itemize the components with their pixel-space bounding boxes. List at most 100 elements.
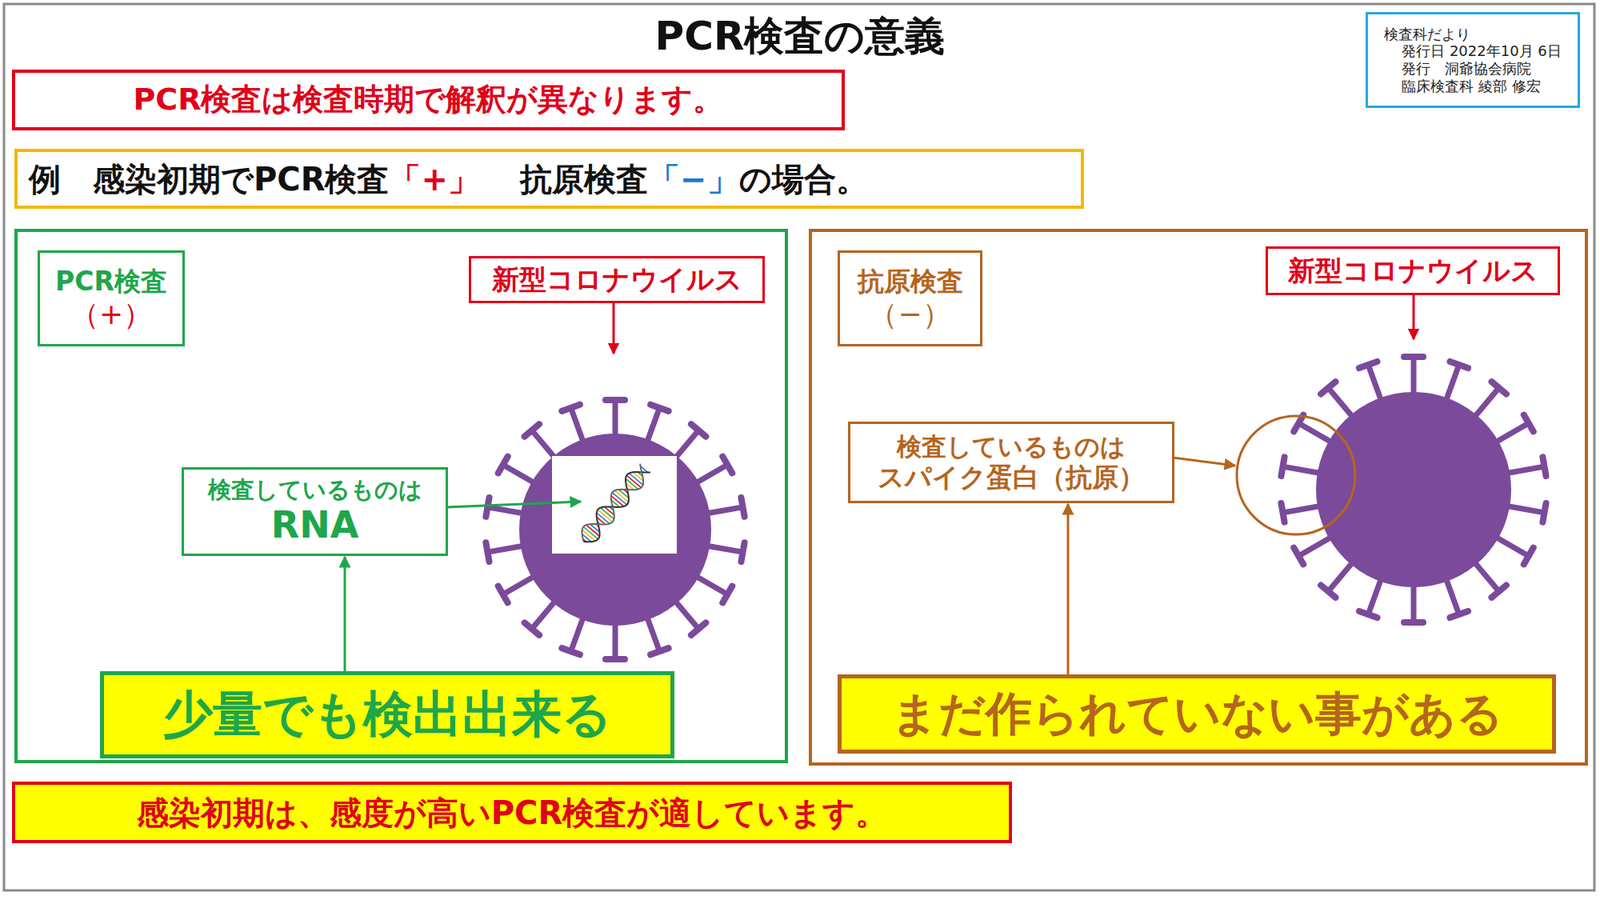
leader-arrow	[1172, 457, 1236, 466]
text-group: 検査しているものはRNA	[208, 476, 423, 548]
spike-cap	[691, 622, 706, 635]
spike-cap	[1524, 548, 1534, 565]
spike-cap	[1492, 584, 1507, 597]
spike	[1505, 466, 1544, 474]
spike-cap	[498, 586, 508, 604]
conclusion-box: 感染初期は、感度が高いPCR検査が適しています。	[12, 781, 1012, 844]
label-text: 新型コロナウイルス	[492, 263, 743, 296]
notice-box: PCR検査は検査時期で解釈が異なります。	[12, 69, 845, 131]
example-box: 例 感染初期でPCR検査「+」抗原検査「−」の場合。	[14, 148, 1084, 209]
result-box: PCR検査（+）	[37, 250, 185, 347]
label-text: 検査しているものは	[208, 476, 423, 504]
spike	[1368, 577, 1382, 615]
spike	[1445, 577, 1460, 615]
text-group: 少量でも検出出来る	[163, 684, 612, 744]
spike-cap	[1320, 584, 1336, 597]
page-frame	[4, 4, 1595, 891]
text-group: 抗原検査（−）	[857, 265, 964, 332]
spike	[571, 616, 584, 652]
target-box: 検査しているものはRNA	[181, 467, 448, 556]
spike-cap	[1404, 353, 1424, 360]
spike-cap	[722, 456, 732, 474]
spike-cap	[1404, 619, 1424, 626]
spike	[674, 600, 699, 629]
label-text: 少量でも検出出来る	[163, 684, 612, 744]
spike	[1505, 505, 1544, 513]
spike-cap	[1449, 361, 1468, 368]
spike-cap	[485, 497, 489, 517]
text-group: PCR検査（+）	[55, 265, 168, 332]
spike-cap	[1542, 503, 1546, 523]
spike	[503, 576, 536, 596]
spike-cap	[740, 542, 744, 562]
spike	[1494, 423, 1528, 444]
pcr-panel: PCR検査（+） 新型コロナウイルス検査しているものはRNA 少量でも検出出来る	[14, 228, 788, 764]
leader-arrow	[446, 501, 581, 508]
pointer-arrow	[612, 300, 616, 354]
spike-cap	[1492, 381, 1507, 394]
result-box: 抗原検査（−）	[837, 250, 983, 347]
connector-arrow	[1067, 504, 1070, 675]
spike-cap	[1320, 381, 1336, 394]
spike	[1328, 561, 1353, 592]
label-text: の場合。	[739, 160, 868, 199]
text-group: 検査しているものはスパイク蛋白（抗原）	[877, 432, 1145, 494]
label-text: PCR検査は検査時期で解釈が異なります。	[133, 81, 724, 119]
text-group: 感染初期は、感度が高いPCR検査が適しています。	[136, 793, 888, 832]
label-text: 検査科だより	[1384, 25, 1471, 44]
spike	[1473, 561, 1499, 592]
label-text: （−）	[868, 296, 951, 332]
spike	[571, 408, 584, 444]
label-text: 発行日 2022年10月 6日	[1401, 42, 1562, 60]
label-text: 「+」	[388, 160, 480, 199]
spike	[487, 545, 524, 552]
spike	[695, 464, 728, 484]
spike	[705, 545, 743, 552]
text-group: まだ作られていない事がある	[891, 686, 1504, 743]
target-box: 検査しているものはスパイク蛋白（抗原）	[848, 421, 1175, 504]
spike	[695, 576, 728, 596]
spike	[532, 600, 556, 629]
spike	[1298, 536, 1332, 557]
label-text: 臨床検査科 綾部 修宏	[1401, 77, 1540, 96]
spike-cap	[1524, 415, 1534, 432]
spike-cap	[561, 648, 580, 655]
spike	[1368, 364, 1382, 402]
spike	[705, 507, 743, 514]
spike-cap	[1280, 503, 1284, 523]
helix-strand	[576, 461, 653, 548]
antigen-panel: 抗原検査（−） 新型コロナウイルス検査しているものはスパイク蛋白（抗原） まだ作られ…	[808, 228, 1588, 766]
spike	[1411, 583, 1417, 623]
spike	[1411, 356, 1417, 396]
info-box: 検査科だより発行日 2022年10月 6日発行 洞爺協会病院臨床検査科 綾部 修…	[1365, 12, 1580, 108]
label-text: RNA	[271, 503, 360, 548]
spike	[612, 400, 619, 438]
helix-strand	[576, 461, 653, 548]
spike-cap	[1359, 611, 1378, 618]
label-text: まだ作られていない事がある	[891, 686, 1504, 743]
spike	[503, 464, 536, 484]
spike-cap	[561, 404, 580, 412]
spike	[1283, 466, 1322, 474]
label-text: 発行 洞爺協会病院	[1401, 60, 1532, 78]
spike-cap	[524, 424, 540, 436]
spike-cap	[485, 542, 489, 562]
label-text: 「−」	[648, 160, 740, 199]
rna-helix	[576, 461, 653, 548]
spike	[1283, 505, 1322, 513]
spike-cap	[740, 497, 744, 517]
label-text: 新型コロナウイルス	[1288, 254, 1539, 288]
label-text: スパイク蛋白（抗原）	[877, 461, 1145, 494]
label-text: 抗原検査	[857, 265, 964, 298]
virus-right	[1280, 356, 1546, 623]
spike	[674, 430, 699, 460]
spike-cap	[1449, 611, 1468, 618]
text-group: 例 感染初期でPCR検査「+」抗原検査「−」の場合。	[28, 160, 868, 199]
title: PCR検査の意義	[0, 9, 1600, 64]
spike	[1328, 388, 1353, 419]
spike-cap	[605, 396, 625, 404]
spike-cap	[1280, 456, 1284, 476]
spike	[487, 507, 524, 514]
spike	[612, 621, 619, 660]
